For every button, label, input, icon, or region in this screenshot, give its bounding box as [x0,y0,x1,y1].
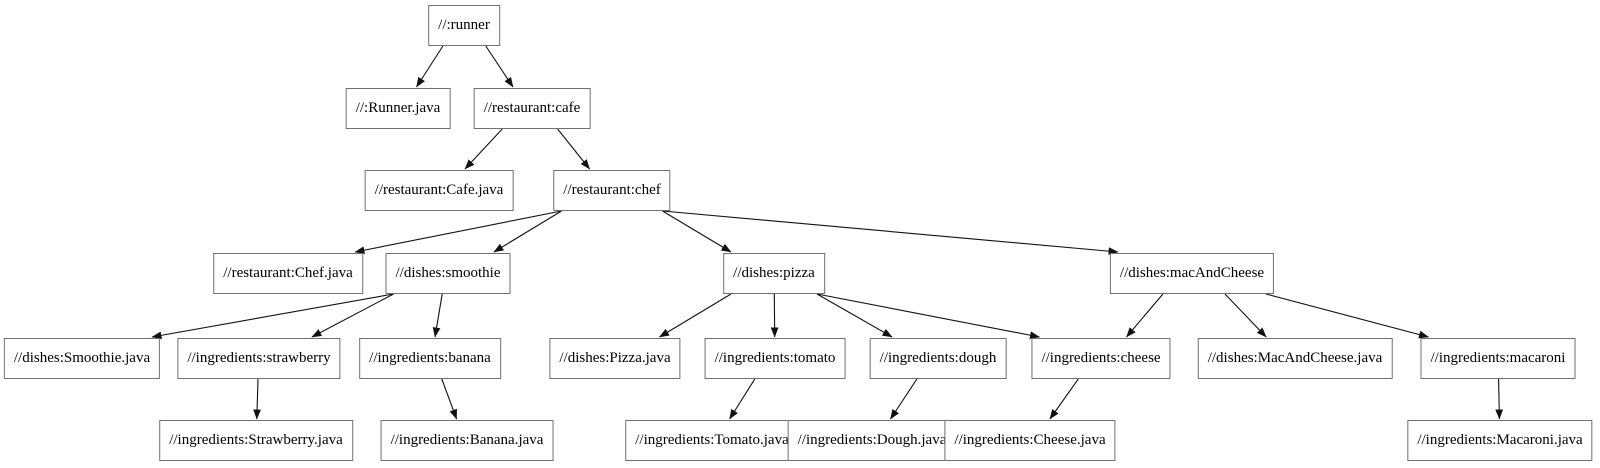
edge-chef-to-pizza [662,210,732,253]
edge-macaroni-to-macaroni-java [1495,378,1504,420]
edge-cafe-to-chef [557,128,591,170]
edge-chef-to-smoothie [493,210,562,253]
graph-node-chef-java: //restaurant:Chef.java [213,253,363,294]
graph-node-macaroni-java: //ingredients:Macaroni.java [1407,420,1593,461]
graph-node-cheese-java: //ingredients:Cheese.java [944,420,1116,461]
edge-cheese-to-cheese-java [1049,378,1079,420]
graph-node-mac-and-cheese-java: //dishes:MacAndCheese.java [1197,338,1393,379]
graph-node-tomato: //ingredients:tomato [704,338,846,379]
edge-strawberry-to-strawberry-java [253,378,261,420]
edge-pizza-to-dough [816,293,893,338]
edge-runner-to-cafe [485,45,514,88]
graph-node-tomato-java: //ingredients:Tomato.java [625,420,799,461]
graph-node-cafe-java: //restaurant:Cafe.java [364,170,514,211]
edge-mac-and-cheese-to-mac-and-cheese-java [1224,293,1267,338]
graph-node-dough: //ingredients:dough [869,338,1007,379]
graph-node-strawberry: //ingredients:strawberry [177,338,341,379]
edge-dough-to-dough-java [890,378,918,420]
graph-node-smoothie-java: //dishes:Smoothie.java [3,338,161,379]
graph-node-cheese: //ingredients:cheese [1031,338,1171,379]
graph-node-dough-java: //ingredients:Dough.java [787,420,957,461]
graph-node-banana-java: //ingredients:Banana.java [380,420,554,461]
graph-node-banana: //ingredients:banana [359,338,501,379]
edge-mac-and-cheese-to-macaroni [1265,293,1429,339]
graph-node-runner-java: //:Runner.java [345,88,451,129]
graph-node-cafe: //restaurant:cafe [473,88,591,129]
edge-banana-to-banana-java [441,378,458,420]
edge-runner-to-runner-java [416,45,444,88]
graph-node-runner: //:runner [428,5,500,46]
edge-chef-to-chef-java [354,210,562,254]
graph-node-smoothie: //dishes:smoothie [385,253,511,294]
edge-pizza-to-pizza-java [659,293,732,338]
graph-node-chef: //restaurant:chef [553,170,671,211]
edge-tomato-to-tomato-java [729,378,756,420]
edge-mac-and-cheese-to-cheese [1126,293,1164,338]
edge-cafe-to-cafe-java [464,128,503,170]
edge-smoothie-to-strawberry [311,293,394,338]
graph-node-strawberry-java: //ingredients:Strawberry.java [159,420,353,461]
graph-node-pizza: //dishes:pizza [723,253,825,294]
edge-smoothie-to-smoothie-java [151,293,394,340]
edge-smoothie-to-banana [432,293,443,338]
edge-pizza-to-cheese [816,293,1040,340]
graph-node-pizza-java: //dishes:Pizza.java [549,338,681,379]
graph-node-macaroni: //ingredients:macaroni [1420,338,1576,379]
graph-node-mac-and-cheese: //dishes:macAndCheese [1109,253,1275,294]
edge-chef-to-mac-and-cheese [662,210,1119,256]
